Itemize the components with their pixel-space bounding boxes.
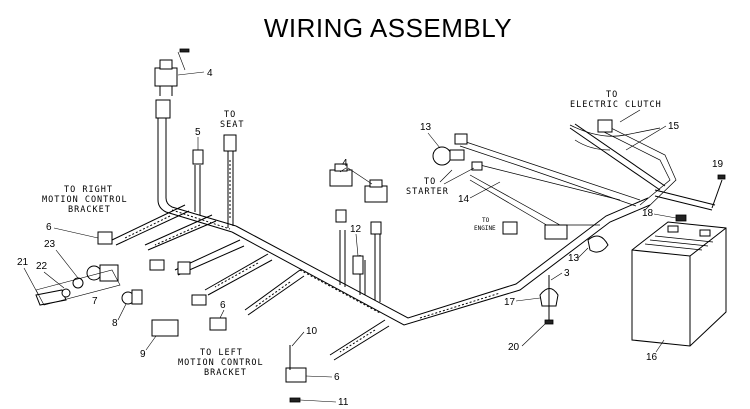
clutch-connector [597, 119, 613, 133]
callout-20: 20 [508, 342, 520, 353]
callout-13-lower: 13 [568, 253, 580, 264]
callout-7: 7 [92, 296, 98, 307]
callout-6-c: 6 [334, 372, 340, 383]
battery-16 [631, 221, 727, 347]
connector-misc-3 [191, 294, 207, 306]
callout-6-a: 6 [46, 222, 52, 233]
callout-4-top: 4 [207, 68, 213, 79]
connector-6-c [285, 367, 307, 383]
label-to-engine-1: TO [482, 217, 490, 224]
label-to-starter-1: TO [424, 177, 436, 187]
left-branches [111, 204, 390, 361]
label-to-right-2: MOTION CONTROL [42, 195, 128, 205]
callout-3: 3 [564, 268, 570, 279]
connector-misc-1 [149, 259, 165, 271]
starter-connector [432, 133, 468, 166]
label-to-clutch-1: TO [606, 90, 618, 100]
engine-block [544, 224, 568, 240]
connector-6-a [97, 231, 113, 245]
label-to-right-3: BRACKET [68, 205, 111, 215]
label-to-left-1: TO LEFT [200, 348, 243, 358]
terminal-18 [675, 214, 687, 222]
relay-top [154, 48, 190, 119]
label-to-right-1: TO RIGHT [64, 185, 113, 195]
engine-connector [502, 221, 518, 235]
label-to-left-3: BRACKET [204, 368, 247, 378]
callout-14: 14 [458, 194, 470, 205]
label-to-seat-1: TO [224, 110, 236, 120]
callout-12: 12 [350, 224, 362, 235]
connector-6-b [209, 317, 227, 331]
callout-23: 23 [44, 239, 56, 250]
callout-22: 22 [36, 261, 48, 272]
callout-19: 19 [712, 159, 724, 170]
key-switch-assembly [35, 264, 121, 306]
callout-9: 9 [140, 349, 146, 360]
clamp-17 [539, 275, 559, 325]
callout-16: 16 [646, 352, 658, 363]
relays-middle [329, 163, 388, 235]
seat-connector [223, 134, 237, 152]
label-to-engine-2: ENGINE [474, 225, 496, 232]
connector-misc-2 [177, 261, 191, 275]
callout-18: 18 [642, 208, 654, 219]
label-to-seat-2: SEAT [220, 120, 244, 130]
diagram-title: WIRING ASSEMBLY [264, 13, 512, 43]
terminal-14 [471, 161, 483, 171]
connector-5 [192, 149, 204, 165]
callout-5: 5 [195, 127, 201, 138]
callout-6-b: 6 [220, 300, 226, 311]
label-to-left-2: MOTION CONTROL [178, 358, 264, 368]
plug-8 [121, 289, 143, 305]
callout-21: 21 [17, 257, 29, 268]
fuse-12 [352, 255, 364, 275]
bolt-19 [711, 174, 726, 209]
callout-4-mid: 4 [342, 158, 348, 169]
callout-13-top: 13 [420, 122, 432, 133]
terminal-boot-13 [587, 235, 609, 253]
callout-10: 10 [306, 326, 318, 337]
callout-11: 11 [338, 397, 349, 408]
screw-11 [289, 397, 301, 403]
label-to-clutch-2: ELECTRIC CLUTCH [570, 100, 662, 110]
label-to-starter-2: STARTER [406, 187, 449, 197]
module-9 [151, 319, 179, 337]
main-harness [157, 118, 651, 326]
callout-15: 15 [668, 121, 680, 132]
callout-8: 8 [112, 318, 118, 329]
callout-17: 17 [504, 297, 516, 308]
